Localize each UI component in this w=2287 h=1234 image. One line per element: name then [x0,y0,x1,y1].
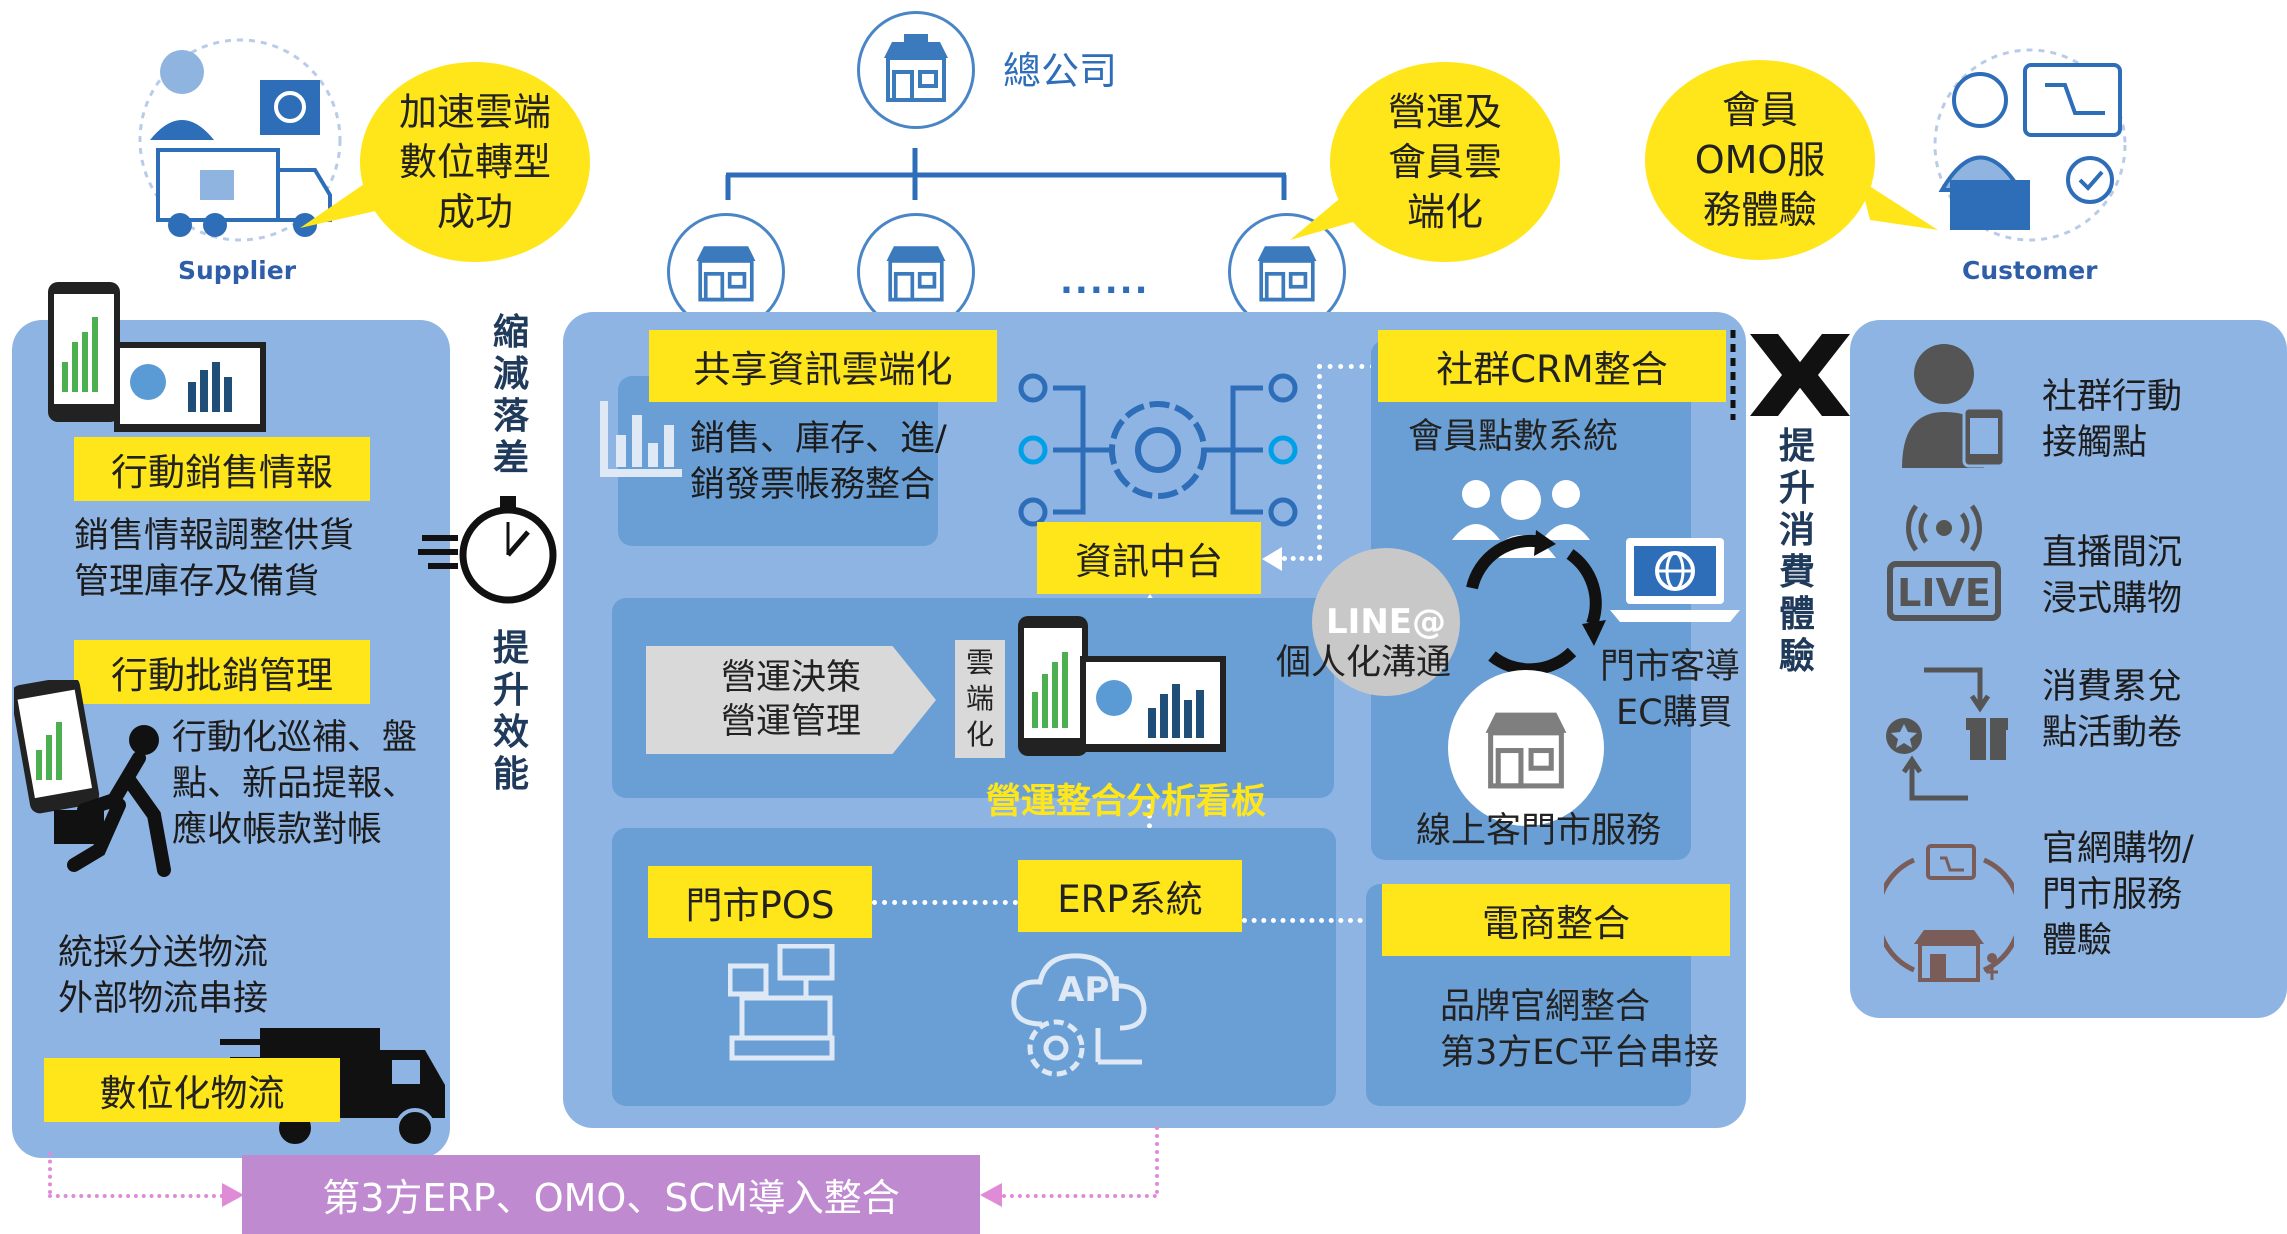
mobile-dashboard-illustration [48,282,266,432]
bubble-right-tail [1860,180,1938,230]
label-store-pos: 門市POS [648,866,872,938]
crm-hub-connector-bottom [1282,556,1322,561]
decision-text-1: 營運決策 [720,658,861,698]
line-logo-icon: LINE@ [1312,548,1460,696]
customer-label: Customer [1962,256,2098,285]
api-text: API [1058,970,1122,1010]
social-touchpoint-text-1: 社群行動 [2042,377,2183,417]
bubble-cloud-transformation: 加速雲端 數位轉型 成功 [360,62,590,262]
logistics-text-2: 外部物流串接 [58,979,269,1019]
pos-erp-connector [872,900,1018,905]
decision-text-2: 營運管理 [720,702,861,742]
api-cloud-gear-icon [1011,953,1147,1077]
dashboard-devices-icon [1018,616,1226,756]
stopwatch-icon [418,496,557,604]
logistics-text-1: 統採分送物流 [58,933,269,973]
online-store-icon [1884,844,2014,982]
hq-label: 總公司 [1003,49,1118,93]
bar-chart-icon [600,401,682,477]
coupon-cycle-icon [1886,667,2008,801]
cloud-text: 雲端化 [965,646,994,751]
points-text-1: 消費累兌 [2042,667,2183,707]
cloud-label-box: 雲端化 [955,640,1005,758]
customer-illustration [1933,48,2127,242]
cycle-arrows-icon [1466,530,1606,676]
wholesale-text-2: 點、新品提報、 [172,764,418,804]
live-shopping-text-1: 直播間沉 [2042,533,2183,573]
live-icon: LIVE [1887,504,2001,621]
hub-left-arrow [1262,547,1282,571]
line-logo-text: LINE@ [1326,602,1446,642]
online-store-text-3: 體驗 [2042,921,2113,961]
crm-hub-connector-v [1317,364,1322,560]
wholesale-text-3: 應收帳款對帳 [172,810,383,850]
store-guide-text-1: 門市客導 [1600,647,1741,687]
decision-arrow: 營運決策 營運管理 [646,646,936,754]
online-store-text-1: 官網購物/ [2042,829,2194,869]
bottom-left-connector-v [48,1152,52,1194]
bottom-right-connector-h [1002,1194,1157,1198]
org-tree-lines [725,148,1287,200]
bubble-member-omo: 會員 OMO服 務體驗 [1645,60,1875,260]
dashboard-label: 營運整合分析看板 [986,782,1267,822]
mobile-user-icon [1902,344,2006,468]
label-mobile-sales-intel: 行動銷售情報 [74,437,370,501]
social-touchpoint-text-2: 接觸點 [2042,423,2148,463]
bubble-middle-tail [1290,190,1360,240]
bubble-operations-cloud: 營運及 會員雲 端化 [1330,62,1560,262]
label-mobile-wholesale: 行動批銷管理 [74,640,370,704]
double-chevron-icon [1730,330,1869,420]
mobile-sales-text-2: 管理庫存及備貨 [74,562,320,602]
bubble-left-tail [300,180,380,228]
svg-text:LIVE: LIVE [1897,571,1991,615]
laptop-globe-icon [1610,538,1740,622]
label-digital-logistics: 數位化物流 [44,1058,340,1122]
shared-text-1: 銷售、庫存、進/ [690,419,947,459]
crm-hub-connector-top [1317,364,1375,369]
hq-store-icon [857,11,975,129]
online-store-text-2: 門市服務 [2042,875,2183,915]
label-data-hub: 資訊中台 [1037,522,1261,594]
supplier-label: Supplier [178,256,297,285]
ec-text-2: 第3方EC平台串接 [1440,1033,1719,1073]
bottom-right-connector-v [1155,1126,1159,1194]
ec-text-1: 品牌官網整合 [1440,987,1651,1027]
supplier-illustration [138,38,342,242]
label-shared-cloud: 共享資訊雲端化 [649,330,997,402]
shared-text-2: 銷發票帳務整合 [690,465,936,505]
online-store-icon [1448,670,1604,826]
points-text-2: 點活動卷 [2042,713,2183,753]
cash-register-icon [728,944,835,1061]
label-ec-integration: 電商整合 [1382,884,1730,956]
bottom-left-arrow [222,1183,244,1207]
improve-efficiency-text: 提升效能 [492,628,529,795]
integration-bar: 第3方ERP、OMO、SCM導入整合 [242,1155,980,1234]
store-guide-text-2: EC購買 [1616,693,1733,733]
gear-network-icon [1018,373,1298,527]
improve-experience-text: 提升消費體驗 [1778,426,1815,677]
reduce-gap-text: 縮減落差 [492,312,529,479]
member-points-text: 會員點數系統 [1408,417,1619,457]
wholesale-text-1: 行動化巡補、盤 [172,718,418,758]
ellipsis: ...... [1060,262,1150,302]
bottom-left-connector-h [48,1194,224,1198]
runner-phone-illustration [14,680,171,877]
label-social-crm: 社群CRM整合 [1378,330,1726,402]
bottom-right-arrow [980,1183,1002,1207]
personalized-comm-text: 個人化溝通 [1276,643,1452,683]
mobile-sales-text-1: 銷售情報調整供貨 [74,516,355,556]
label-erp-system: ERP系統 [1018,860,1242,932]
online-store-text: 線上客門市服務 [1416,811,1662,851]
erp-ec-connector [1242,918,1382,923]
live-shopping-text-2: 浸式購物 [2042,579,2183,619]
